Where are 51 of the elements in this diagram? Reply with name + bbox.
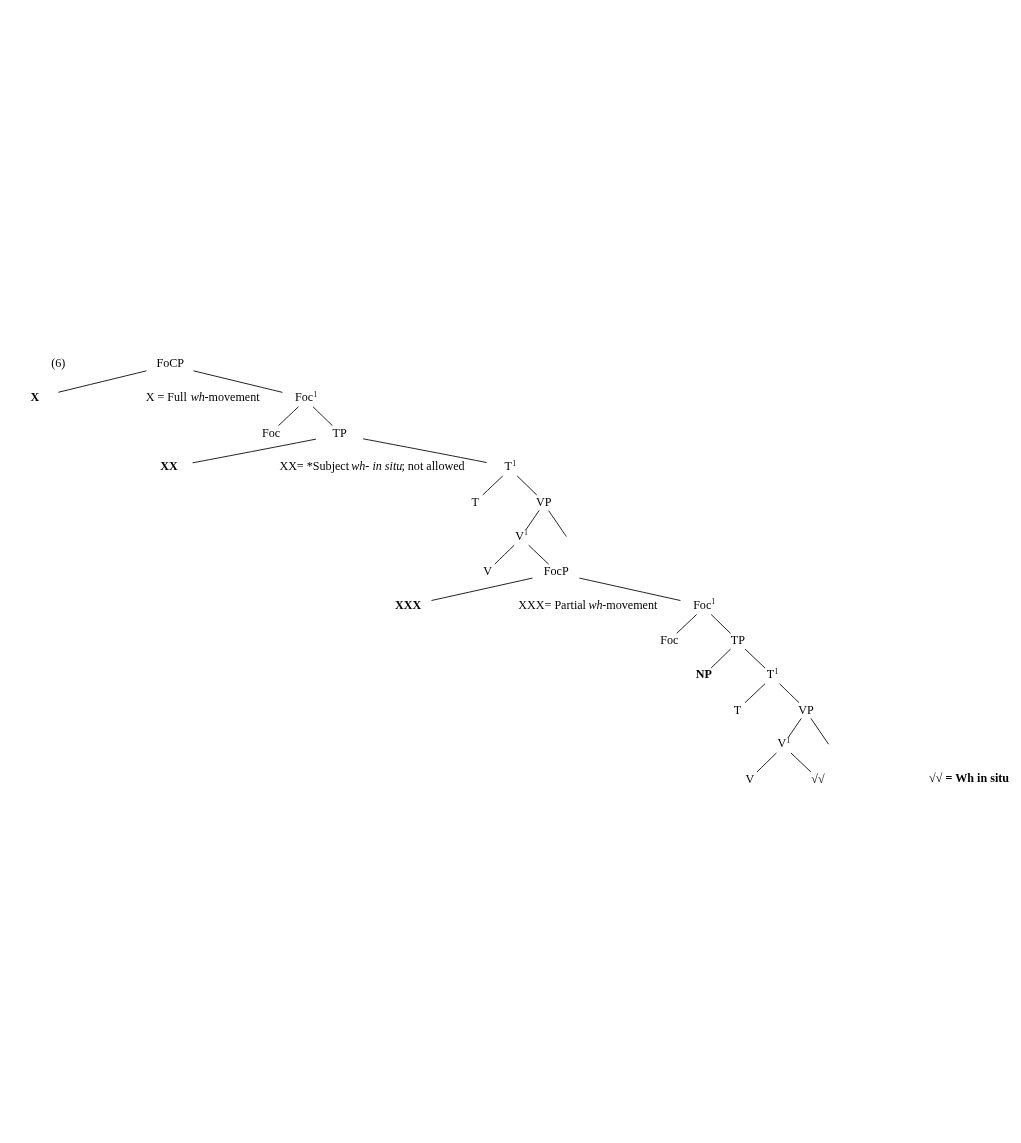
label: X = Full wh-movement <box>145 389 260 404</box>
connector <box>525 509 540 530</box>
node-text: V$^{1}$ <box>515 527 528 543</box>
connector <box>744 682 766 703</box>
node-text: Foc <box>660 632 679 647</box>
connector <box>779 682 800 703</box>
label: XXX= Partial wh-movement <box>518 597 658 612</box>
connector <box>431 577 533 601</box>
connector <box>578 577 681 601</box>
connector <box>362 437 488 463</box>
connector <box>710 613 731 634</box>
connector <box>787 717 802 738</box>
connector <box>790 752 812 772</box>
connector <box>57 369 147 393</box>
node-text: XX <box>160 458 178 473</box>
connector <box>810 717 829 745</box>
connector <box>710 648 731 668</box>
node-text: FoCP <box>156 355 185 370</box>
node-text: V$^{1}$ <box>777 735 791 750</box>
node-text: T$^{1}$ <box>766 666 779 681</box>
node-text: V <box>745 771 755 786</box>
node-text: X <box>30 389 40 404</box>
node-text: FocP <box>543 563 569 578</box>
connector <box>193 369 283 393</box>
connector <box>278 405 299 426</box>
connector <box>744 648 766 668</box>
connector <box>528 544 550 565</box>
connector <box>548 509 567 537</box>
node-text: T$^{1}$ <box>504 458 517 473</box>
node-text: T <box>471 494 479 509</box>
connector <box>482 475 504 495</box>
node-text: Foc$^{1}$ <box>294 389 318 404</box>
node-text: NP <box>695 666 712 681</box>
node-text: VP <box>798 702 814 717</box>
connector <box>192 438 317 463</box>
node-text: TP <box>332 425 347 440</box>
node-text: √√ <box>811 771 825 786</box>
node-text: T <box>733 702 742 717</box>
node-text: Foc$^{1}$ <box>693 596 716 612</box>
node-text: Foc <box>262 425 281 440</box>
label: (6) <box>51 355 66 370</box>
connector <box>756 752 777 772</box>
label: √√ = Wh in situ <box>929 770 1010 785</box>
node-text: TP <box>730 632 745 647</box>
node-text: XXX <box>394 597 422 612</box>
label: XX= *Subject wh- in situ; not allowed <box>279 458 465 473</box>
connector <box>494 544 515 565</box>
connector <box>676 613 698 634</box>
node-text: VP <box>536 494 552 509</box>
connector <box>312 405 333 426</box>
node-text: V <box>483 563 492 578</box>
